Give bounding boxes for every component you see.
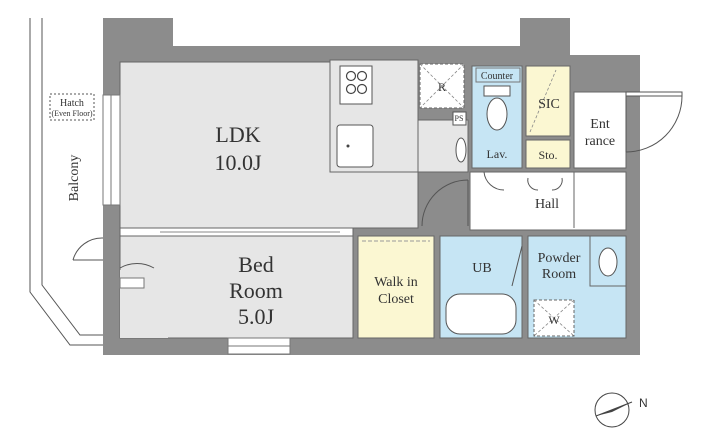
bedroom-ac-unit	[119, 277, 145, 289]
ldk-name: LDK	[215, 122, 260, 147]
lavatory-label: Lav.	[487, 147, 508, 161]
bedroom-size: 5.0J	[238, 304, 275, 329]
bedroom-name-line2: Room	[229, 278, 283, 303]
entrance-floor	[573, 91, 627, 169]
hall-floor	[469, 171, 627, 231]
refrigerator-label: R	[438, 80, 446, 94]
powder-room-line2: Room	[542, 267, 576, 282]
entrance-line2: rance	[585, 134, 615, 149]
washer-label: W	[548, 313, 560, 327]
refrigerator-space: R	[419, 63, 465, 109]
counter-label: Counter	[481, 71, 514, 82]
powder-sink	[598, 247, 618, 277]
stove	[339, 65, 373, 105]
hatch-box	[49, 93, 95, 121]
compass-label: N	[639, 396, 648, 410]
balcony	[29, 18, 103, 346]
lavatory-sink	[455, 137, 467, 163]
walk-in-closet-line2: Closet	[378, 292, 414, 307]
bedroom-name-line1: Bed	[238, 252, 273, 277]
hatch-note: (Even Floor)	[51, 109, 92, 118]
ldk-size: 10.0J	[214, 150, 262, 175]
door-swings	[72, 91, 683, 287]
bathtub	[445, 293, 517, 335]
walk-in-closet	[357, 235, 435, 339]
washer-space: W	[533, 299, 575, 337]
entrance-line1: Ent	[590, 117, 610, 132]
storage	[525, 139, 571, 169]
walk-in-closet-line1: Walk in	[374, 275, 418, 290]
sic-label: SIC	[538, 97, 560, 112]
toilet-counter	[475, 67, 521, 83]
shoe-in-closet	[525, 65, 571, 137]
hatch-label: Hatch	[60, 98, 84, 109]
ps-label: PS	[455, 114, 464, 123]
compass	[594, 392, 633, 428]
powder-room-line1: Powder	[538, 251, 581, 266]
toilet-bowl	[486, 97, 508, 131]
storage-label: Sto.	[538, 148, 557, 162]
toilet-tank	[483, 85, 511, 97]
unit-bath-label: UB	[472, 261, 491, 276]
kitchen-sink	[336, 124, 374, 168]
ps-box	[452, 111, 467, 126]
hall-label: Hall	[535, 197, 559, 212]
balcony-label: Balcony	[67, 155, 82, 202]
